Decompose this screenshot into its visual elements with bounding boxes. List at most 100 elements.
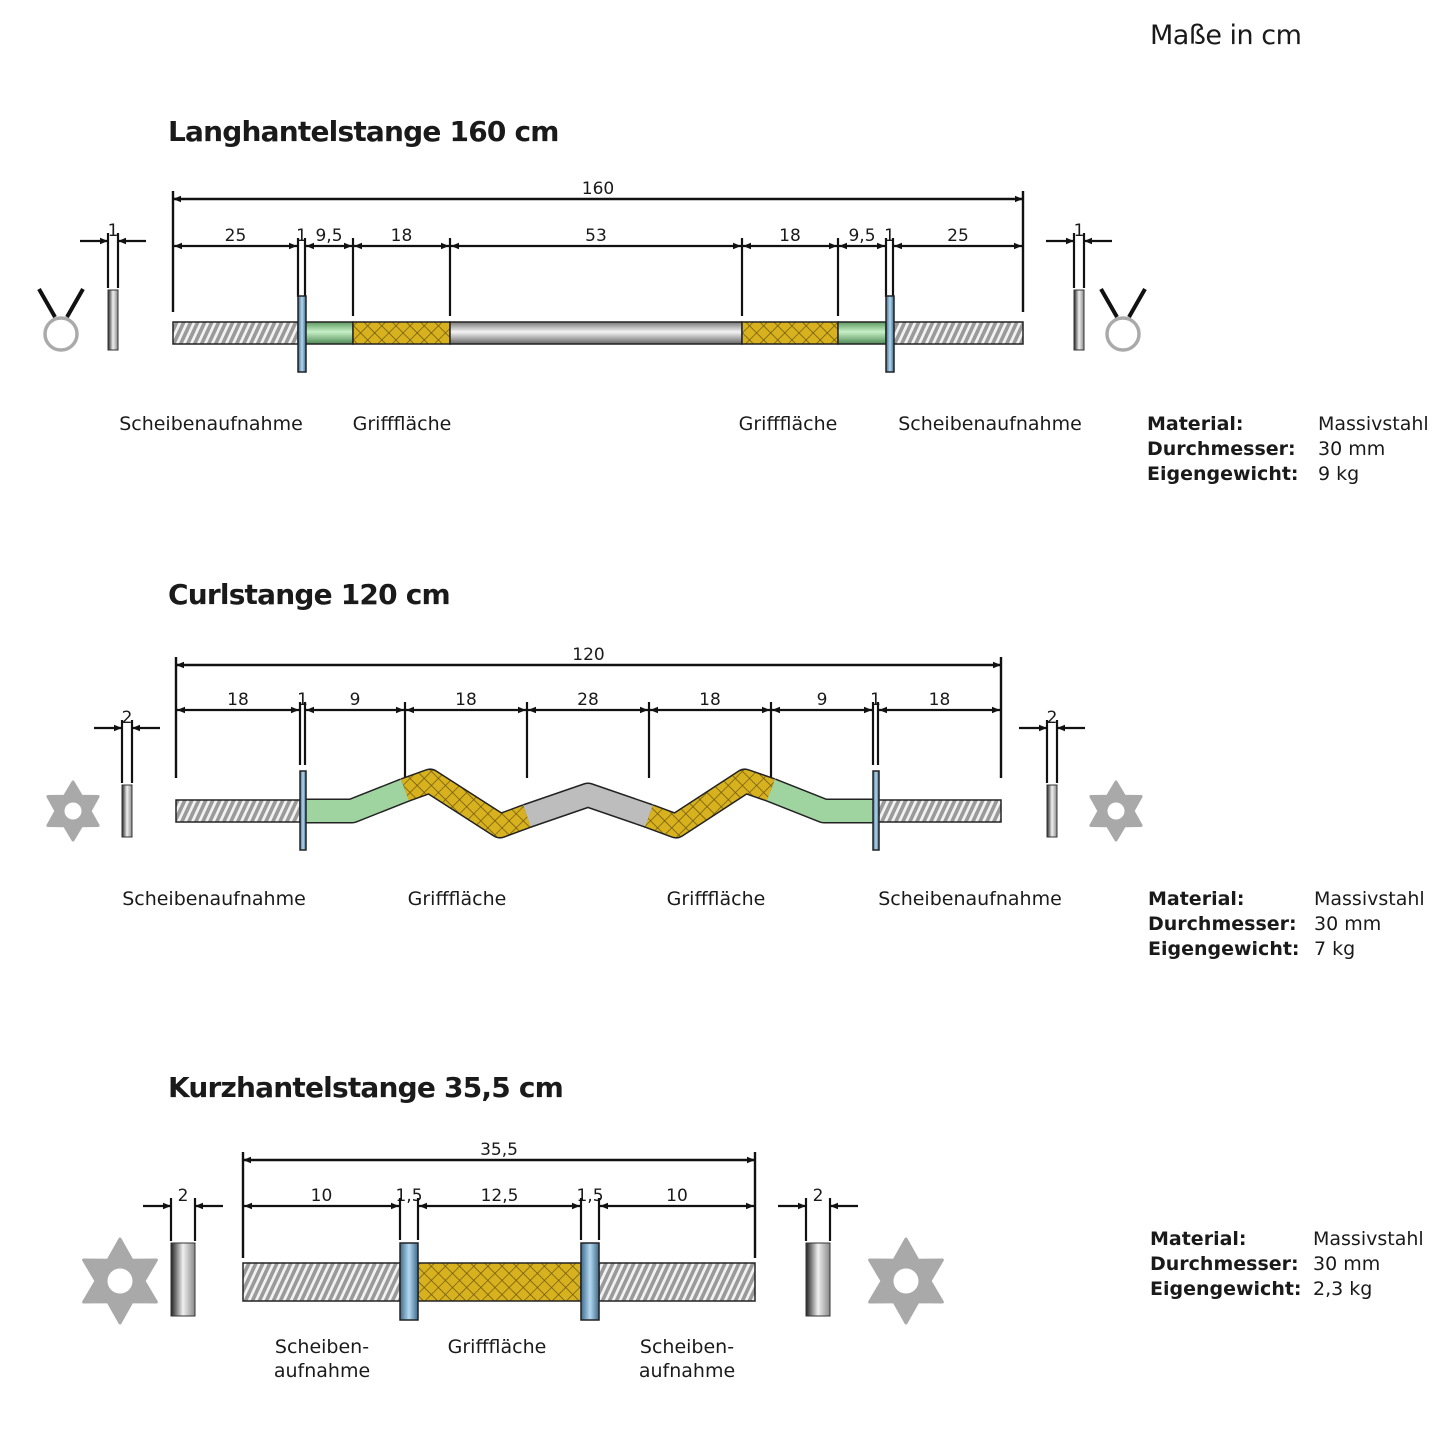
spec-label: Material: [1147, 413, 1244, 435]
sleeve-thread [892, 321, 1024, 345]
lock-collar [805, 1242, 831, 1317]
collar-stop [299, 770, 307, 851]
spec-label: Eigengewicht: [1147, 463, 1299, 485]
grip-knurling [352, 321, 451, 345]
collar-width-label: 2 [1047, 708, 1058, 728]
grip-knurling [741, 321, 839, 345]
sleeve-thread [598, 1262, 756, 1302]
bar-shaft [306, 779, 410, 822]
section-title: Curlstange 120 cm [168, 578, 450, 611]
spec-value: Massivstahl [1314, 888, 1425, 910]
lock-collar [170, 1242, 196, 1317]
zone-label: Grifffläche [739, 413, 838, 435]
spec-value: 30 mm [1313, 1253, 1380, 1275]
collar-stop [580, 1242, 600, 1321]
star-nut-icon [1089, 780, 1143, 842]
segment-length-label: 18 [699, 690, 721, 710]
segment-length-label: 12,5 [481, 1186, 519, 1206]
section-title: Langhantelstange 160 cm [168, 115, 559, 148]
spec-label: Eigengewicht: [1150, 1278, 1302, 1300]
zone-label: Scheiben- [275, 1336, 369, 1358]
total-length-label: 120 [572, 645, 604, 665]
collar-width-label: 1 [1074, 221, 1085, 241]
segment-length-label: 18 [391, 226, 413, 246]
segment-length-label: 18 [929, 690, 951, 710]
sleeve-thread [242, 1262, 401, 1302]
barbell-section: Kurzhantelstange 35,5 cm 35,5 10 1,5 12,5 1,5… [82, 1071, 1424, 1382]
collar-width-label: 2 [122, 708, 133, 728]
spec-value: 2,3 kg [1313, 1278, 1372, 1300]
star-nut-icon [46, 780, 100, 842]
clip-handle [65, 288, 85, 318]
bar-shaft [523, 784, 653, 827]
spring-clip-icon [1099, 288, 1147, 352]
segment-length-label: 1 [296, 226, 307, 246]
bar-shaft [837, 321, 887, 345]
spec-label: Durchmesser: [1150, 1253, 1299, 1275]
collar-width-label: 1 [108, 221, 119, 241]
segment-length-label: 1 [297, 690, 308, 710]
star-nut-icon [82, 1237, 158, 1325]
spec-label: Eigengewicht: [1148, 938, 1300, 960]
segment-length-label: 18 [779, 226, 801, 246]
bar-shaft [304, 321, 354, 345]
segment-length-label: 25 [947, 226, 969, 246]
total-length-label: 160 [582, 179, 614, 199]
spring-clip-icon [37, 288, 85, 352]
segment-length-label: 9 [350, 690, 361, 710]
segment-length-label: 1 [884, 226, 895, 246]
zone-label: Scheibenaufnahme [122, 888, 306, 910]
zone-label: Grifffläche [667, 888, 766, 910]
spec-value: 30 mm [1318, 438, 1385, 460]
spec-value: 9 kg [1318, 463, 1359, 485]
total-length-label: 35,5 [480, 1140, 518, 1160]
grip-knurling [417, 1262, 582, 1302]
spec-label: Durchmesser: [1147, 438, 1296, 460]
zone-label: Scheiben- [640, 1336, 734, 1358]
collar-width-label: 2 [178, 1186, 189, 1206]
section-title: Kurzhantelstange 35,5 cm [168, 1071, 563, 1104]
segment-length-label: 9,5 [315, 226, 342, 246]
lock-collar [1046, 784, 1058, 838]
spec-label: Material: [1150, 1228, 1247, 1250]
collar-stop [872, 770, 880, 851]
segment-length-label: 1,5 [395, 1186, 422, 1206]
zone-label: Grifffläche [408, 888, 507, 910]
spec-value: Massivstahl [1313, 1228, 1424, 1250]
segment-length-label: 9 [817, 690, 828, 710]
units-note: Maße in cm [1150, 20, 1301, 51]
clip-handle [1099, 288, 1119, 318]
sleeve-thread [172, 321, 299, 345]
bar-shaft [449, 321, 743, 345]
spec-value: Massivstahl [1318, 413, 1429, 435]
zone-label: Grifffläche [353, 413, 452, 435]
segment-length-label: 18 [455, 690, 477, 710]
spec-label: Material: [1148, 888, 1245, 910]
grip-knurling [645, 770, 775, 837]
lock-collar [1073, 289, 1085, 351]
star-nut-icon [868, 1237, 944, 1325]
clip-handle [37, 288, 57, 318]
lock-collar [107, 289, 119, 351]
spec-value: 7 kg [1314, 938, 1355, 960]
sleeve-thread [877, 799, 1002, 823]
collar-stop [885, 295, 895, 373]
collar-stop [297, 295, 307, 373]
clip-handle [1127, 288, 1147, 318]
collar-stop [399, 1242, 419, 1321]
segment-length-label: 28 [577, 690, 599, 710]
zone-label: aufnahme [639, 1360, 735, 1382]
grip-knurling [401, 770, 531, 837]
segment-length-label: 18 [227, 690, 249, 710]
spec-value: 30 mm [1314, 913, 1381, 935]
zone-label: aufnahme [274, 1360, 370, 1382]
segment-length-label: 1,5 [576, 1186, 603, 1206]
zone-label: Grifffläche [448, 1336, 547, 1358]
spec-label: Durchmesser: [1148, 913, 1297, 935]
segment-length-label: 10 [666, 1186, 688, 1206]
segment-length-label: 25 [225, 226, 247, 246]
